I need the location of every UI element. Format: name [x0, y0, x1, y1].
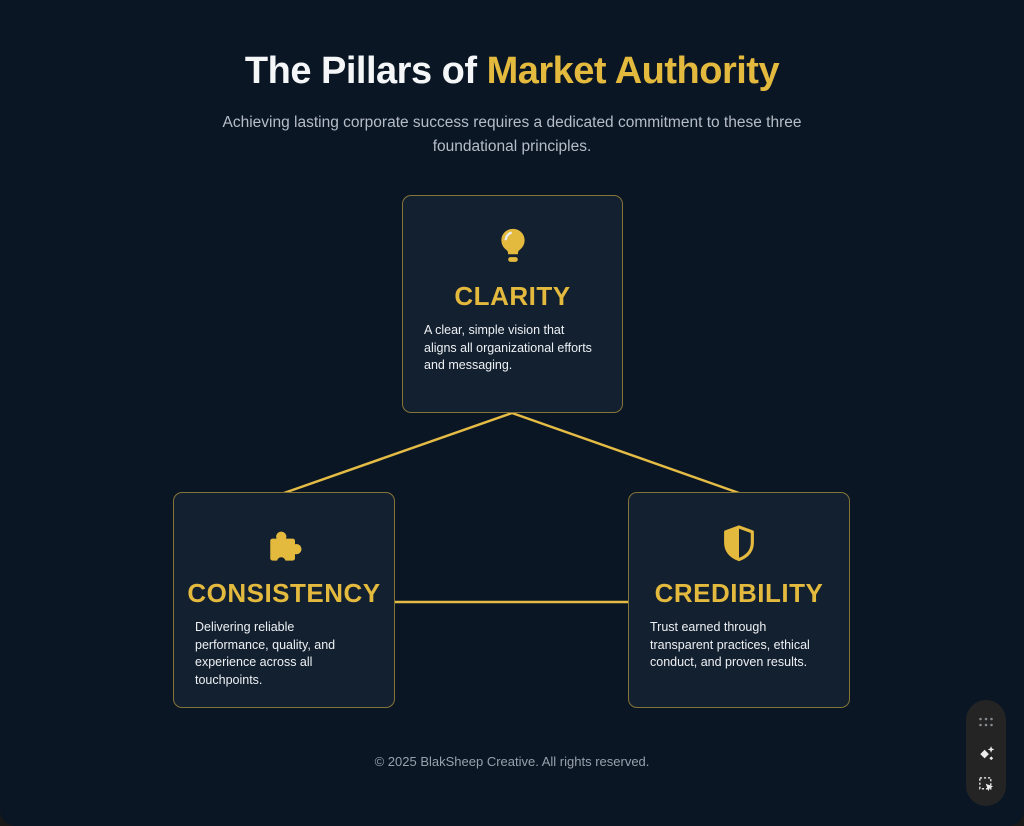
pillar-title-consistency: CONSISTENCY — [187, 578, 381, 608]
pillar-description-consistency: Delivering reliable performance, quality… — [195, 620, 336, 687]
pillar-title-credibility: CREDIBILITY — [654, 578, 824, 608]
shield-icon — [719, 521, 759, 569]
drag-handle-icon[interactable] — [976, 712, 996, 732]
page-title-white-part: The Pillars of — [244, 50, 487, 92]
footer-copyright: © 2025 BlakSheep Creative. All rights re… — [374, 754, 650, 769]
pillar-card-consistency: CONSISTENCY Delivering reliable performa… — [173, 492, 395, 708]
pillar-description-clarity: A clear, simple vision that aligns all o… — [424, 323, 592, 372]
connector-clarity-consistency — [283, 411, 513, 495]
connector-clarity-credibility — [511, 411, 740, 495]
pillar-card-clarity: CLARITY A clear, simple vision that alig… — [402, 195, 623, 413]
pillar-description-credibility: Trust earned through transparent practic… — [650, 620, 810, 669]
ai-sparkle-icon[interactable] — [976, 743, 996, 763]
page-title: The Pillars of Market Authority — [0, 50, 1024, 93]
puzzle-piece-icon — [262, 521, 306, 569]
pillar-card-credibility: CREDIBILITY Trust earned through transpa… — [628, 492, 850, 708]
floating-toolbar — [966, 700, 1006, 806]
page-title-gold-part: Market Authority — [486, 50, 780, 92]
pillar-title-clarity: CLARITY — [454, 281, 571, 311]
lightbulb-icon — [496, 224, 530, 272]
page-subtitle: Achieving lasting corporate success requ… — [222, 114, 802, 155]
select-area-icon[interactable] — [976, 774, 996, 794]
